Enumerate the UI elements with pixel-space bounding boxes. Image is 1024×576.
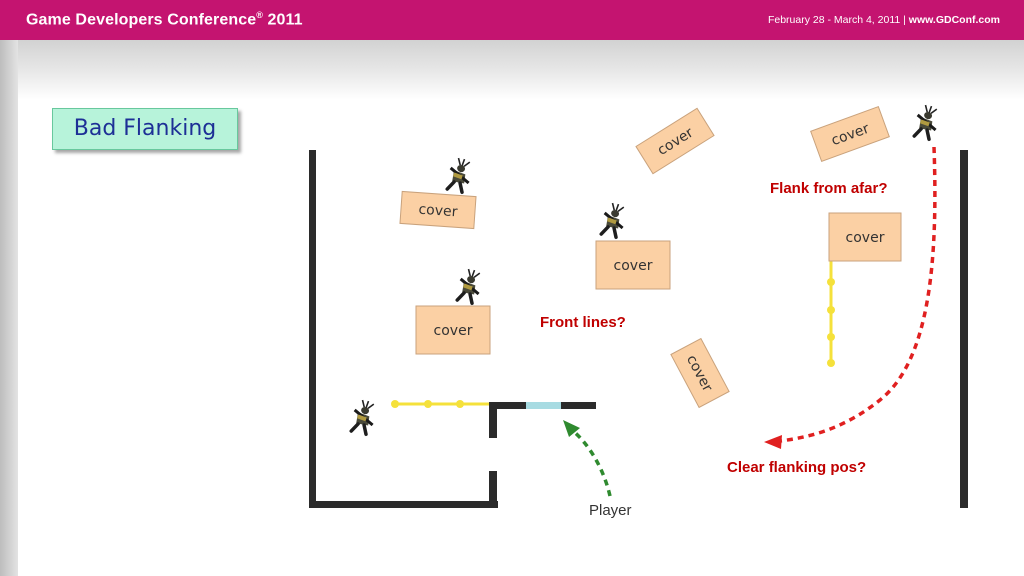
registered-mark: ® [256, 10, 263, 20]
right-yellow-path [827, 261, 835, 367]
player-arrowhead [563, 420, 580, 437]
room-top-wall-left [489, 402, 526, 409]
room-top-wall-right [561, 402, 596, 409]
cover-box: cover [828, 212, 902, 262]
dates-text: February 28 - March 4, 2011 | [767, 14, 909, 26]
right-wall [960, 150, 968, 508]
enemy-soldier-icon [908, 100, 945, 144]
front-lines-label: Front lines? [540, 314, 626, 331]
cover-boxes: cover cover cover cover cover cover cove… [399, 106, 902, 409]
svg-text:cover: cover [614, 258, 653, 274]
svg-text:cover: cover [434, 323, 473, 339]
cover-box: cover [635, 107, 715, 175]
svg-text:cover: cover [846, 230, 885, 246]
clear-flanking-label: Clear flanking pos? [727, 459, 866, 476]
slide-title: Bad Flanking [52, 108, 238, 150]
cover-box: cover [810, 106, 890, 162]
left-wall [309, 150, 316, 508]
left-yellow-path [391, 400, 489, 408]
conference-header: Game Developers Conference® 2011 Februar… [0, 0, 1024, 40]
room-wall-upper [489, 402, 497, 438]
cover-box: cover [670, 337, 730, 409]
conference-title: Game Developers Conference® 2011 [26, 10, 303, 29]
enemy-soldier-icon [345, 395, 382, 439]
svg-text:cover: cover [418, 202, 458, 221]
conference-year: 2011 [262, 11, 303, 29]
flank-from-afar-label: Flank from afar? [770, 180, 888, 197]
player-path [563, 420, 612, 497]
door-gap [526, 402, 561, 409]
flanking-arrowhead [764, 435, 782, 449]
enemy-soldier-icon [441, 153, 478, 197]
flanking-path [764, 146, 937, 449]
room-wall-lower [489, 471, 497, 508]
cover-box: cover [399, 190, 477, 230]
player-label: Player [589, 502, 632, 519]
conference-dates: February 28 - March 4, 2011 | www.GDConf… [768, 14, 1000, 26]
cover-box: cover [595, 240, 671, 290]
walls [309, 150, 968, 508]
enemy-soldier-icon [451, 264, 488, 308]
enemy-soldier-icon [595, 198, 632, 242]
header-band [0, 40, 1024, 100]
conference-url: www.GDConf.com [908, 14, 1000, 26]
left-edge-bar [0, 40, 18, 576]
bottom-wall [309, 501, 498, 508]
cover-box: cover [415, 305, 491, 355]
